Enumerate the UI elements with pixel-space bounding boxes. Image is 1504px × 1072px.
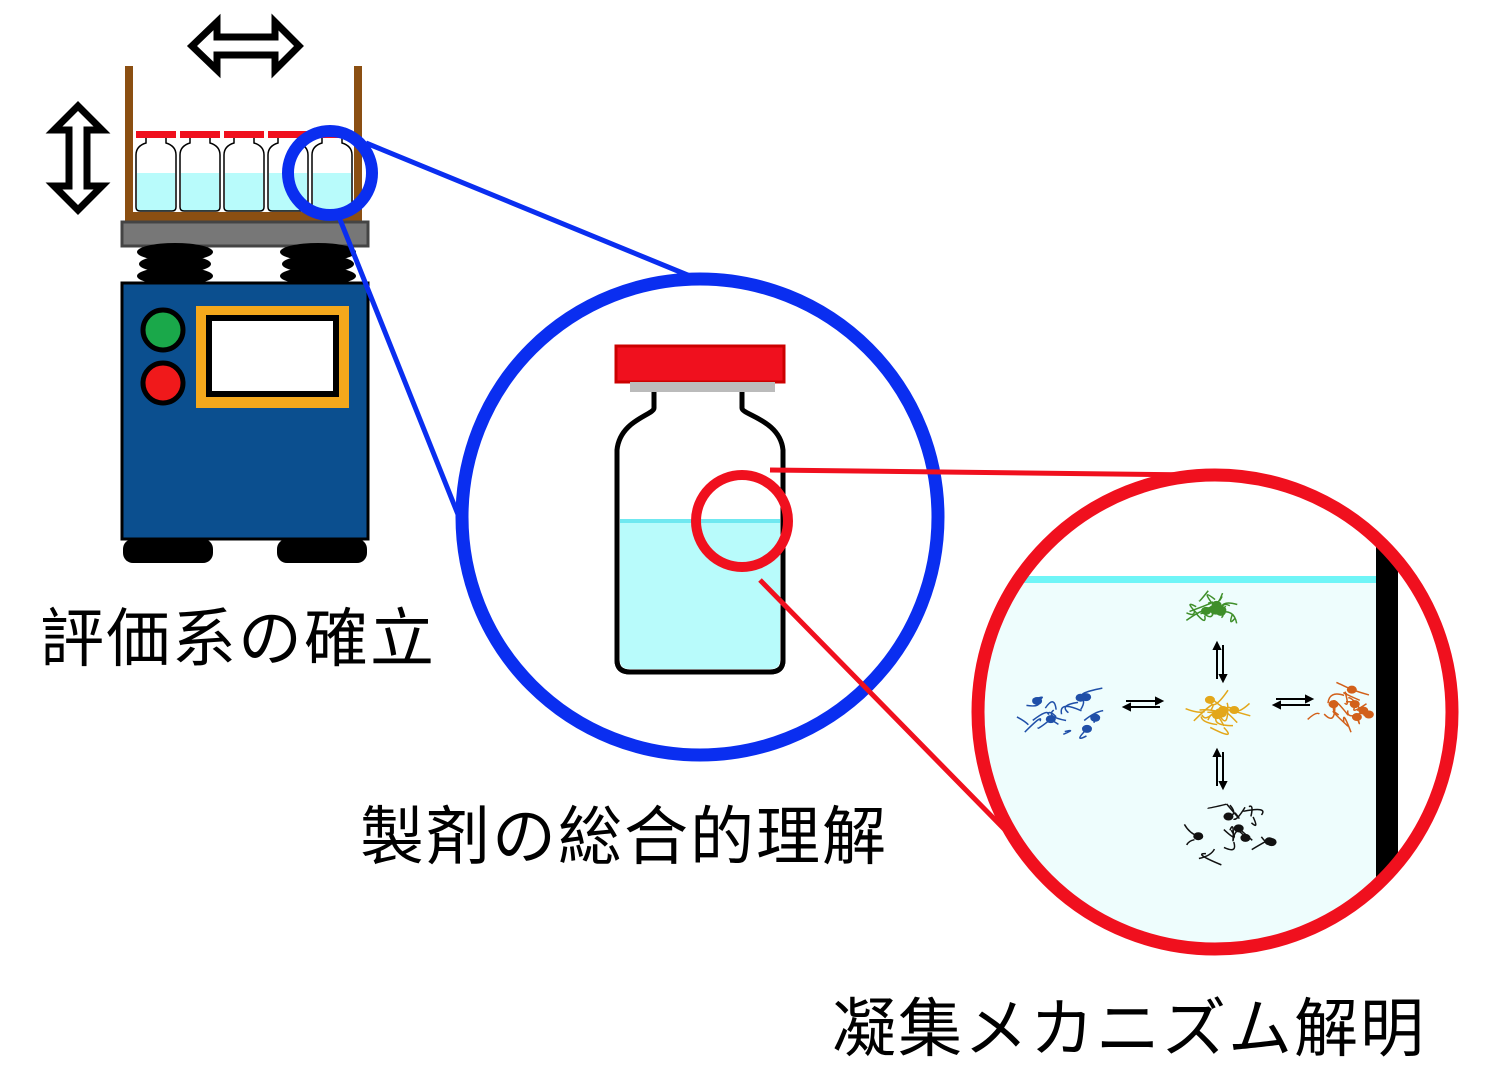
protein-interface-adsorbed bbox=[1185, 590, 1238, 624]
blue-zoom-connector bbox=[334, 140, 691, 518]
red-zoom-connector bbox=[758, 467, 1201, 837]
springs bbox=[137, 243, 356, 285]
vial-rack bbox=[125, 66, 362, 222]
feet bbox=[123, 539, 367, 563]
red-small-circle bbox=[691, 470, 793, 572]
blue-large-circle bbox=[455, 272, 945, 762]
vertical-double-arrow-icon bbox=[45, 101, 111, 215]
small-vial bbox=[135, 131, 177, 212]
blue-small-circle bbox=[282, 125, 378, 221]
label-formulation: 製剤の総合的理解 bbox=[360, 801, 888, 875]
display-screen bbox=[206, 315, 339, 397]
red-large-circle bbox=[971, 468, 1459, 956]
horizontal-double-arrow-icon bbox=[186, 13, 304, 79]
small-vial bbox=[311, 131, 353, 212]
protein-dimer bbox=[1016, 687, 1104, 739]
small-vial bbox=[179, 131, 221, 212]
shaker-plate bbox=[120, 220, 370, 248]
label-mechanism: 凝集メカニズム解明 bbox=[832, 993, 1426, 1067]
protein-native-monomer bbox=[1185, 689, 1251, 736]
green-button[interactable] bbox=[140, 307, 186, 353]
red-button[interactable] bbox=[140, 360, 186, 406]
protein-wall-adsorbed bbox=[1307, 681, 1374, 733]
protein-aggregate bbox=[1183, 803, 1277, 866]
label-system: 評価系の確立 bbox=[40, 603, 436, 677]
small-vial bbox=[223, 131, 265, 212]
equilibrium-arrows bbox=[1121, 640, 1315, 791]
